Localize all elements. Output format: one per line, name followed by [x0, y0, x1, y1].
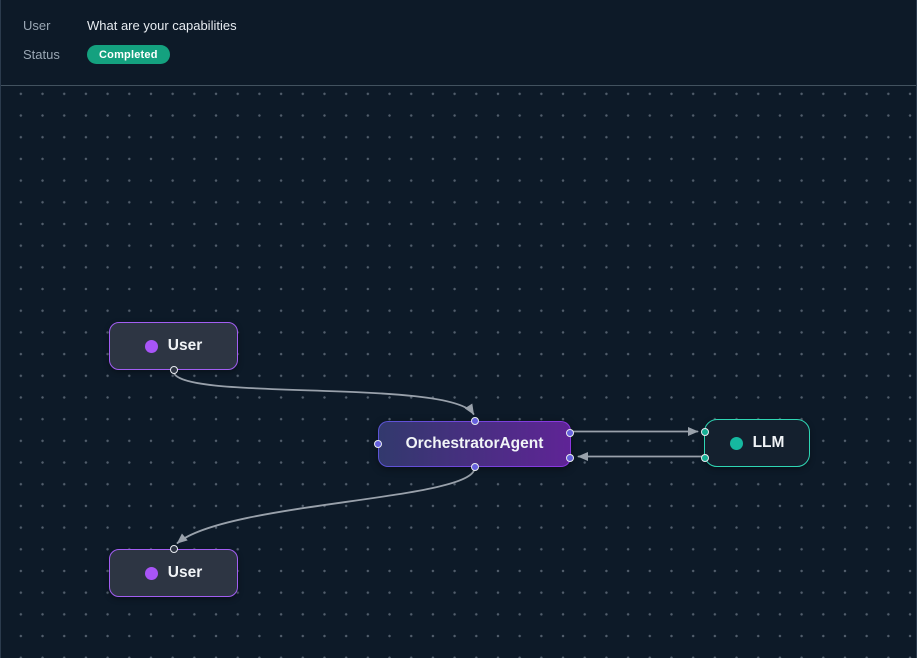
handle-orchestrator-source-bottom[interactable] [470, 463, 479, 471]
handle-orchestrator-target-top[interactable] [470, 417, 479, 425]
run-header: User What are your capabilities Status C… [1, 0, 916, 86]
node-user-bottom[interactable]: User [109, 545, 238, 597]
handle-orchestrator-target-left[interactable] [374, 440, 382, 448]
node-label: User [167, 564, 203, 581]
user-message: What are your capabilities [87, 18, 237, 33]
handle-llm-target-left[interactable] [701, 428, 709, 436]
user-status-dot [144, 339, 158, 353]
node-label: OrchestratorAgent [405, 435, 544, 452]
handle-orchestrator-target-right[interactable] [566, 453, 574, 462]
handle-user-bottom-target[interactable] [169, 545, 178, 553]
node-llm[interactable]: LLM [701, 419, 810, 467]
node-orchestrator-agent[interactable]: OrchestratorAgent [374, 417, 574, 471]
flow-canvas[interactable]: User OrchestratorAgent LLM User [1, 86, 916, 658]
edge-user-to-orchestrator[interactable] [172, 370, 475, 415]
status-row: Status Completed [23, 45, 896, 64]
status-badge: Completed [87, 45, 170, 64]
edge-orchestrator-to-user[interactable] [176, 467, 476, 544]
user-message-row: User What are your capabilities [23, 16, 896, 35]
node-label: LLM [752, 434, 785, 451]
node-label: User [167, 337, 203, 354]
edges-layer [172, 370, 705, 544]
status-label: Status [23, 47, 60, 62]
handle-llm-source-left[interactable] [701, 453, 709, 462]
handle-user-top-source[interactable] [169, 366, 178, 374]
node-user-top[interactable]: User [109, 322, 238, 374]
user-label: User [23, 18, 51, 33]
user-status-dot [144, 566, 158, 580]
llm-status-dot [729, 436, 743, 450]
handle-orchestrator-source-right[interactable] [566, 429, 574, 437]
